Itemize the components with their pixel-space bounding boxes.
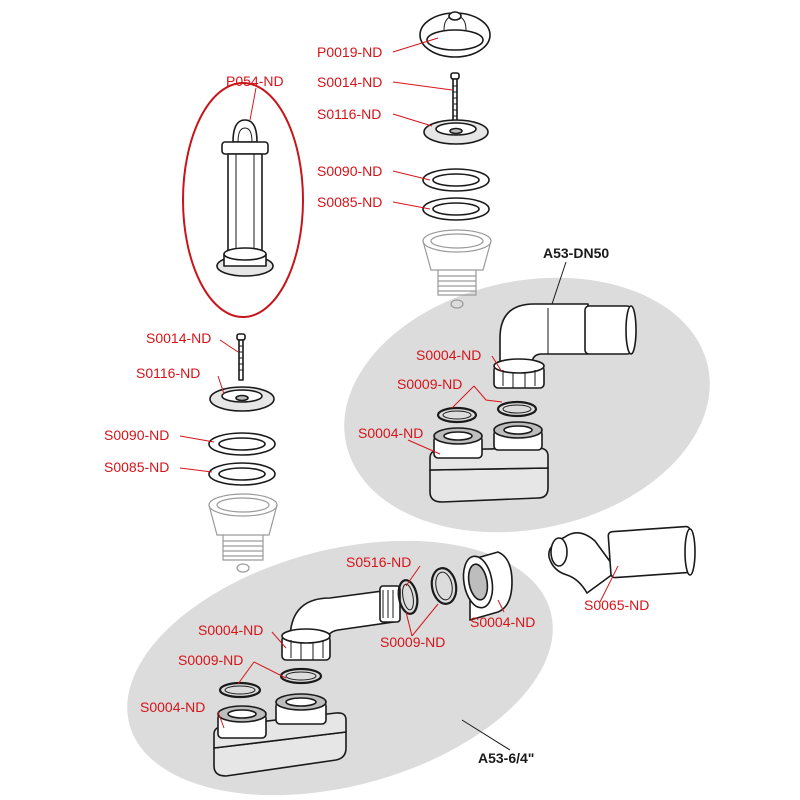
label-s0090-top: S0090-ND [317,163,382,179]
stopper-plug-part [419,11,491,58]
dn50-bottle-body [429,421,549,503]
p054-highlight-oval [182,82,304,318]
six-four-s0516-ring [397,579,419,615]
leader-lines [179,37,619,751]
label-s0516: S0516-ND [346,554,411,570]
six-four-nut-side [462,551,513,621]
assembly-dn50-background [344,277,710,533]
label-s0009-six-four-left: S0009-ND [178,652,243,668]
six-four-washer-left [218,681,262,699]
washer-s0090-top [422,168,490,192]
label-s0014-top: S0014-ND [317,74,382,90]
six-four-bottle-body [213,693,347,777]
six-four-nut-top [281,628,331,661]
label-assembly-dn50: A53-DN50 [543,245,609,261]
screw-part-top [450,72,460,124]
label-s0004-six-four-nut: S0004-ND [470,614,535,630]
label-s0116-left: S0116-ND [136,365,200,381]
strainer-flange-part-left [209,386,275,412]
label-s0009-dn50: S0009-ND [397,376,462,392]
six-four-s0009-ring-right [430,567,458,605]
s0065-elbow-part [548,525,696,594]
label-assembly-six-four: A53-6/4" [478,750,534,766]
overflow-tube-part [216,119,274,277]
label-p0019: P0019-ND [317,44,382,60]
label-s0014-left: S0014-ND [146,330,211,346]
dn50-washer-left [436,406,478,424]
strainer-body-top [422,229,492,309]
dn50-elbow-pipe [499,303,637,377]
dn50-nut-top [493,358,545,389]
label-s0004-six-four-top: S0004-ND [198,622,263,638]
label-s0004-dn50-top: S0004-ND [416,347,481,363]
washer-s0085-left [208,462,276,486]
label-s0116-top: S0116-ND [317,106,381,122]
label-s0085-left: S0085-ND [104,459,169,475]
strainer-body-left [208,493,278,573]
label-s0065: S0065-ND [584,597,649,613]
strainer-flange-part-top [423,119,489,145]
label-s0009-six-four-right: S0009-ND [380,634,445,650]
label-s0004-dn50-bottom: S0004-ND [358,425,423,441]
screw-part-left [236,333,246,381]
label-s0004-six-four-bottom: S0004-ND [140,699,205,715]
label-s0085-top: S0085-ND [317,194,382,210]
label-p054: P054-ND [226,73,284,89]
label-s0090-left: S0090-ND [104,427,169,443]
dn50-washer-right [496,400,538,418]
washer-s0090-left [208,432,276,456]
washer-s0085-top [422,197,490,221]
